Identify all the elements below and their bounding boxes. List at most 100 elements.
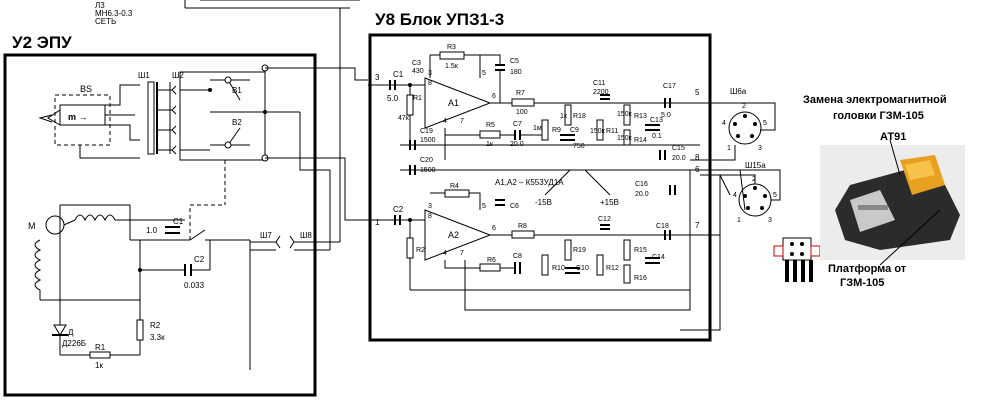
signal-wire-right: [265, 157, 368, 221]
svg-text:1к: 1к: [560, 113, 568, 120]
svg-text:430: 430: [412, 68, 424, 75]
svg-text:7: 7: [460, 250, 464, 257]
sh8-label: Ш8: [300, 231, 312, 240]
svg-text:1: 1: [737, 217, 741, 224]
r2-value: 3.3к: [150, 333, 165, 342]
pickup-cartridge: BS m →: [38, 84, 111, 146]
platform-label-2: ГЗМ-105: [840, 277, 884, 289]
svg-text:R19: R19: [573, 247, 586, 254]
svg-text:47к: 47к: [398, 115, 410, 122]
pickup-wire: [105, 124, 140, 141]
replacement-title-2: головки ГЗМ-105: [833, 110, 924, 122]
at91-label: АТ91: [880, 131, 906, 143]
r2-resistor: [136, 319, 144, 341]
svg-text:4: 4: [443, 118, 447, 125]
opamp-a1: А1 3 8 4 7 6 5: [424, 70, 496, 129]
svg-text:С3: С3: [412, 60, 421, 67]
svg-text:R9: R9: [552, 127, 561, 134]
amp-pin-1: 1: [375, 218, 380, 227]
svg-text:100: 100: [516, 109, 528, 116]
bs-label: BS: [80, 84, 92, 94]
svg-text:2: 2: [752, 176, 756, 183]
r13-resistor: [623, 104, 631, 126]
r8-resistor: [511, 230, 535, 239]
motor-coil-1: [74, 214, 116, 222]
r2-amp: [406, 237, 414, 259]
svg-text:150к: 150к: [590, 128, 606, 135]
svg-text:2: 2: [742, 103, 746, 110]
svg-text:0.1: 0.1: [652, 133, 662, 140]
platform-pointer: [879, 209, 941, 266]
svg-text:С17: С17: [663, 83, 676, 90]
r1-resistor: [89, 351, 111, 359]
amp-pin-8: 8: [695, 153, 700, 162]
minus-15v-label: -15В: [535, 198, 552, 207]
svg-text:1500: 1500: [420, 137, 436, 144]
motor-coil-2: [34, 239, 42, 291]
svg-text:R2: R2: [416, 247, 425, 254]
lamp-label-1: Л3: [95, 1, 105, 10]
sh7-label: Ш7: [260, 231, 272, 240]
r15-resistor: [623, 239, 631, 261]
c1-value: 1.0: [146, 226, 158, 235]
svg-text:6: 6: [492, 93, 496, 100]
svg-text:R12: R12: [606, 265, 619, 272]
svg-text:R6: R6: [487, 257, 496, 264]
c2-value: 0.033: [184, 281, 205, 290]
sh2-label: Ш2: [172, 71, 184, 80]
svg-text:8: 8: [428, 213, 432, 220]
svg-text:3: 3: [768, 217, 772, 224]
switch-b1: [227, 79, 241, 101]
r7-resistor: [511, 98, 535, 107]
svg-text:С16: С16: [635, 181, 648, 188]
c1-amp-value: 5.0: [387, 94, 399, 103]
sh7-sh8-connector: [250, 235, 340, 251]
r2-label: R2: [150, 321, 161, 330]
svg-text:С10: С10: [576, 265, 589, 272]
svg-text:4: 4: [443, 250, 447, 257]
lamp-label-2: МН6.3-0.3: [95, 9, 133, 18]
svg-text:R5: R5: [486, 122, 495, 129]
connector-sh15a: Ш15а 2 4 5 1 3: [733, 161, 777, 224]
c2-label: С2: [194, 255, 205, 264]
r5-resistor: [479, 130, 501, 139]
r10-resistor: [541, 254, 549, 276]
svg-text:С9: С9: [570, 127, 579, 134]
r12-resistor: [596, 254, 604, 276]
svg-text:180: 180: [510, 69, 522, 76]
svg-text:R11: R11: [606, 128, 618, 135]
amp-pin-7: 7: [695, 221, 700, 230]
svg-text:4: 4: [722, 120, 726, 127]
b2-label: В2: [232, 118, 242, 127]
c1-amp-label: С1: [393, 70, 404, 79]
r11-resistor: [596, 119, 604, 141]
plus-15v-label: +15В: [600, 198, 619, 207]
svg-text:7: 7: [460, 118, 464, 125]
svg-text:4: 4: [733, 192, 737, 199]
svg-text:Ш6а: Ш6а: [730, 87, 747, 96]
c2-amp-label: С2: [393, 205, 404, 214]
r1-value: 1к: [95, 361, 103, 370]
m-arrow-label: m →: [68, 112, 88, 122]
svg-text:150к: 150к: [617, 135, 633, 142]
svg-text:5: 5: [482, 203, 486, 210]
amp-pin-3: 3: [375, 73, 380, 82]
r9-resistor: [541, 119, 549, 141]
epu-title: У2 ЭПУ: [12, 33, 72, 52]
opamp-type-note: А1,А2 – К553УД1А: [495, 178, 564, 187]
b1-label: В1: [232, 86, 242, 95]
sh1-label: Ш1: [138, 71, 150, 80]
svg-text:С6: С6: [510, 203, 519, 210]
svg-text:С19: С19: [420, 128, 433, 135]
svg-text:5: 5: [482, 70, 486, 77]
output-wire-r: [700, 174, 731, 236]
pickup-wire: [105, 84, 140, 106]
opamp-a2: А2 3 8 4 7 6 5: [424, 203, 496, 261]
r18-resistor: [564, 104, 572, 126]
svg-text:С15: С15: [672, 145, 685, 152]
svg-text:1: 1: [727, 145, 731, 152]
svg-text:20.0: 20.0: [635, 191, 649, 198]
diode-symbol: [53, 324, 67, 336]
svg-text:R13: R13: [634, 113, 647, 120]
